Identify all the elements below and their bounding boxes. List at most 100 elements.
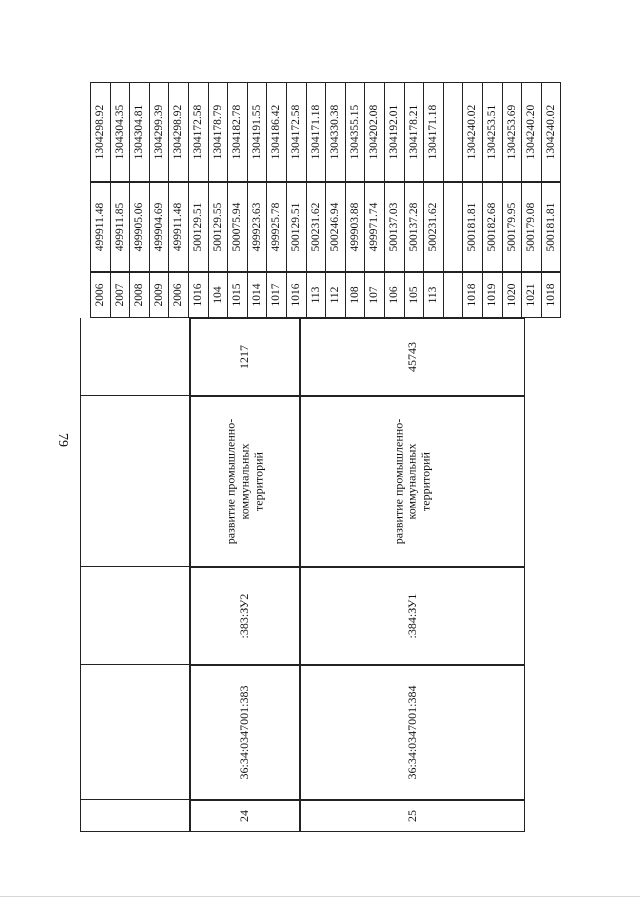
x-coordinate: 500137.03 xyxy=(384,182,405,272)
point-id: 2009 xyxy=(148,272,170,318)
y-coordinate: 1304182.78 xyxy=(227,82,248,182)
row-24-num-cell: 24 xyxy=(190,800,300,832)
y-coordinate: 1304253.51 xyxy=(482,82,503,182)
row-25-cadastral-cell: 36:34:0347001:384 xyxy=(300,665,525,800)
cont-purpose-cell xyxy=(80,396,190,567)
row-number: 25 xyxy=(404,810,419,822)
y-coordinate: 1304178.21 xyxy=(403,82,425,182)
row-25-purpose-cell: развитие промышленно-коммунальных террит… xyxy=(300,396,525,567)
point-id: 112 xyxy=(325,272,346,318)
y-coordinate: 1304298.92 xyxy=(90,82,111,182)
point-id: 1020 xyxy=(501,272,523,318)
point-id: 1017 xyxy=(266,272,287,318)
x-coordinate: 499911.85 xyxy=(109,182,131,272)
row-25-plot-cell: :384:ЗУ1 xyxy=(300,567,525,665)
plot-designation: :384:ЗУ1 xyxy=(404,593,419,639)
point-id: 1015 xyxy=(227,272,248,318)
y-coordinate: 1304186.42 xyxy=(266,82,287,182)
y-coordinate: 1304178.79 xyxy=(207,82,229,182)
row-24-cadastral-cell: 36:34:0347001:383 xyxy=(190,665,300,800)
y-coordinate: 1304192.01 xyxy=(384,82,405,182)
x-coordinate: 500231.62 xyxy=(305,182,327,272)
x-coordinate: 499923.63 xyxy=(246,182,268,272)
y-coordinate: 1304172.58 xyxy=(188,82,209,182)
x-coordinate xyxy=(442,182,464,272)
row-number: 24 xyxy=(237,810,252,822)
point-id: 1018 xyxy=(540,272,562,318)
cont-cadastral-cell xyxy=(80,665,190,800)
y-coordinate: 1304330.38 xyxy=(325,82,346,182)
point-id xyxy=(442,272,464,318)
row-24-plot-cell: :383:ЗУ2 xyxy=(190,567,300,665)
x-coordinate: 500231.62 xyxy=(423,182,444,272)
x-coordinate: 499905.06 xyxy=(129,182,150,272)
x-coordinate: 499904.69 xyxy=(148,182,170,272)
y-coordinate: 1304171.18 xyxy=(305,82,327,182)
area: 1217 xyxy=(237,345,252,369)
point-id: 1016 xyxy=(188,272,209,318)
point-id: 106 xyxy=(384,272,405,318)
x-coordinate: 500075.94 xyxy=(227,182,248,272)
x-coordinate: 500181.81 xyxy=(540,182,562,272)
row-24-area-cell: 1217 xyxy=(190,318,300,396)
point-id: 108 xyxy=(344,272,366,318)
cont-plot-cell xyxy=(80,567,190,665)
point-id: 105 xyxy=(403,272,425,318)
y-coordinate: 1304304.35 xyxy=(109,82,131,182)
x-coordinate: 500179.95 xyxy=(501,182,523,272)
point-id: 2006 xyxy=(168,272,189,318)
page-number: 79 xyxy=(55,433,70,447)
x-coordinate: 500129.55 xyxy=(207,182,229,272)
plot-designation: :383:ЗУ2 xyxy=(237,593,252,639)
cont-area-cell xyxy=(80,318,190,396)
x-coordinate: 499903.88 xyxy=(344,182,366,272)
point-id: 2006 xyxy=(90,272,111,318)
y-coordinate: 1304171.18 xyxy=(423,82,444,182)
point-id: 2008 xyxy=(129,272,150,318)
point-id: 107 xyxy=(364,272,385,318)
x-coordinate: 500182.68 xyxy=(482,182,503,272)
x-coordinate: 499925.78 xyxy=(266,182,287,272)
point-id: 1021 xyxy=(521,272,542,318)
land-plot-table: 24 36:34:0347001:383 :383:ЗУ2 развитие п… xyxy=(80,30,562,832)
row-25-num-cell: 25 xyxy=(300,800,525,832)
point-id: 1018 xyxy=(462,272,483,318)
y-coordinate: 1304304.81 xyxy=(129,82,150,182)
x-coordinate: 500129.51 xyxy=(286,182,307,272)
y-coordinate: 1304253.69 xyxy=(501,82,523,182)
row-24-purpose-cell: развитие промышленно-коммунальных террит… xyxy=(190,396,300,567)
y-coordinate: 1304240.02 xyxy=(540,82,562,182)
cadastral-number: 36:34:0347001:384 xyxy=(404,685,419,780)
cont-num-cell xyxy=(80,800,190,832)
point-id: 113 xyxy=(305,272,327,318)
x-coordinate: 499971.74 xyxy=(364,182,385,272)
y-coordinate: 1304240.20 xyxy=(521,82,542,182)
point-id: 1016 xyxy=(286,272,307,318)
point-id: 1019 xyxy=(482,272,503,318)
point-id: 104 xyxy=(207,272,229,318)
point-id: 2007 xyxy=(109,272,131,318)
x-coordinate: 500129.51 xyxy=(188,182,209,272)
y-coordinate: 1304299.39 xyxy=(148,82,170,182)
x-coordinate: 500179.08 xyxy=(521,182,542,272)
y-coordinate: 1304172.58 xyxy=(286,82,307,182)
permitted-use: развитие промышленно-коммунальных террит… xyxy=(223,418,265,545)
y-coordinate: 1304240.02 xyxy=(462,82,483,182)
x-coordinate: 500137.28 xyxy=(403,182,425,272)
y-coordinate xyxy=(442,82,464,182)
permitted-use: развитие промышленно-коммунальных террит… xyxy=(390,418,433,545)
x-coordinate: 500181.81 xyxy=(462,182,483,272)
y-coordinate: 1304355.15 xyxy=(344,82,366,182)
row-25-area-cell: 45743 xyxy=(300,318,525,396)
point-id: 113 xyxy=(423,272,444,318)
x-coordinate: 499911.48 xyxy=(168,182,189,272)
cadastral-number: 36:34:0347001:383 xyxy=(237,685,252,780)
area: 45743 xyxy=(404,342,419,372)
point-id: 1014 xyxy=(246,272,268,318)
y-coordinate: 1304202.08 xyxy=(364,82,385,182)
y-coordinate: 1304191.55 xyxy=(246,82,268,182)
x-coordinate: 500246.94 xyxy=(325,182,346,272)
scan-line xyxy=(0,896,640,897)
y-coordinate: 1304298.92 xyxy=(168,82,189,182)
x-coordinate: 499911.48 xyxy=(90,182,111,272)
